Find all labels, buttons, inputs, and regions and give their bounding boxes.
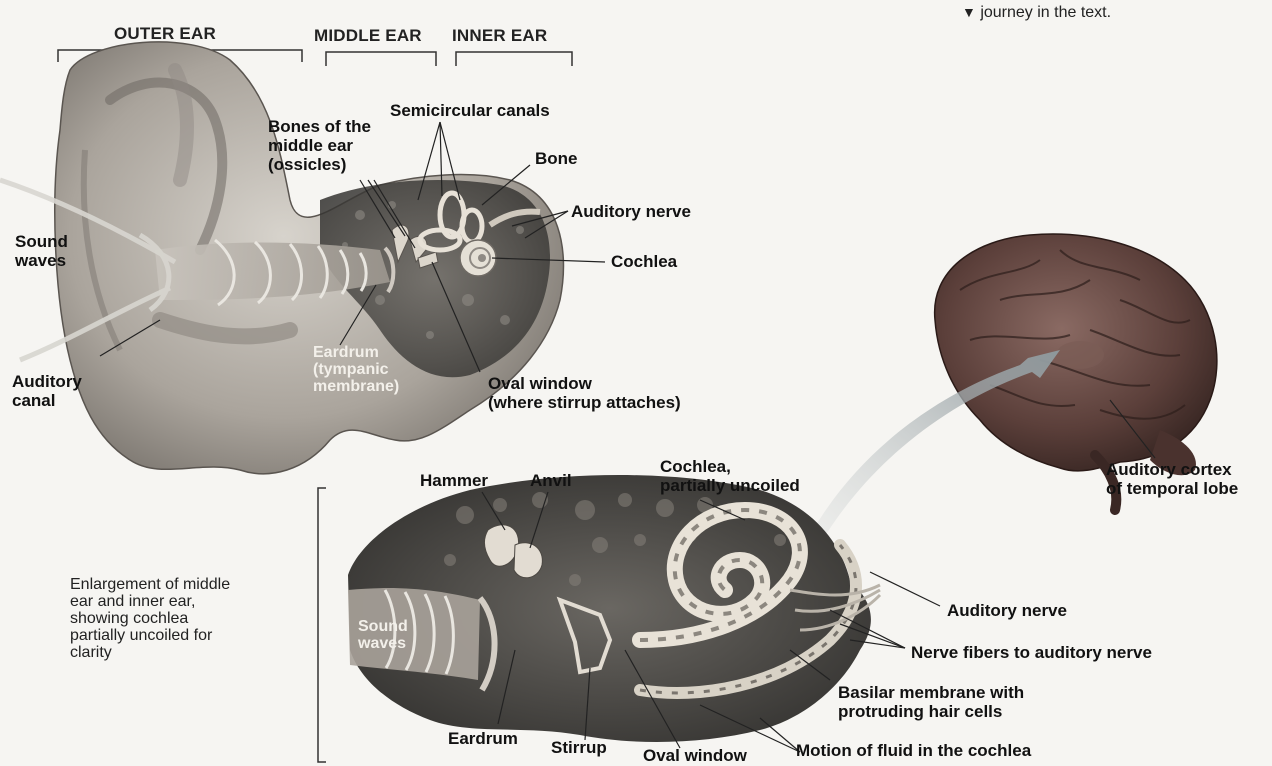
label-hammer: Hammer [420, 471, 488, 490]
label-auditory-nerve-top: Auditory nerve [571, 202, 691, 221]
section-inner-ear: INNER EAR [452, 26, 547, 46]
label-auditory-canal: Auditory canal [12, 372, 82, 410]
label-sound-waves-top: Sound waves [15, 232, 68, 270]
label-enlargement-caption: Enlargement of middle ear and inner ear,… [70, 576, 230, 661]
label-ossicles: Bones of the middle ear (ossicles) [268, 117, 371, 174]
label-oval-window-bottom: Oval window [643, 746, 747, 765]
page-note-text: journey in the text. [980, 4, 1111, 21]
label-cochlea-top: Cochlea [611, 252, 677, 271]
label-eardrum-bottom: Eardrum [448, 729, 518, 748]
label-anvil: Anvil [530, 471, 572, 490]
page-note: ▼ journey in the text. [962, 4, 1111, 22]
label-auditory-nerve-bottom: Auditory nerve [947, 601, 1067, 620]
label-basilar-membrane: Basilar membrane with protruding hair ce… [838, 683, 1024, 721]
label-semicircular-canals: Semicircular canals [390, 101, 550, 120]
label-bone: Bone [535, 149, 578, 168]
label-oval-window-top: Oval window (where stirrup attaches) [488, 374, 681, 412]
section-outer-ear: OUTER EAR [114, 24, 216, 44]
label-nerve-fibers: Nerve fibers to auditory nerve [911, 643, 1152, 662]
label-stirrup: Stirrup [551, 738, 607, 757]
label-sound-waves-bottom: Sound waves [358, 618, 408, 652]
label-fluid-motion: Motion of fluid in the cochlea [796, 741, 1031, 760]
label-cochlea-uncoiled: Cochlea, partially uncoiled [660, 457, 800, 495]
enlargement-illustration [348, 475, 880, 742]
section-middle-ear: MIDDLE EAR [314, 26, 422, 46]
label-auditory-cortex: Auditory cortex of temporal lobe [1106, 460, 1238, 498]
enlargement-bracket [318, 488, 326, 762]
label-eardrum-top: Eardrum (tympanic membrane) [313, 344, 399, 395]
triangle-marker-icon: ▼ [962, 4, 976, 20]
